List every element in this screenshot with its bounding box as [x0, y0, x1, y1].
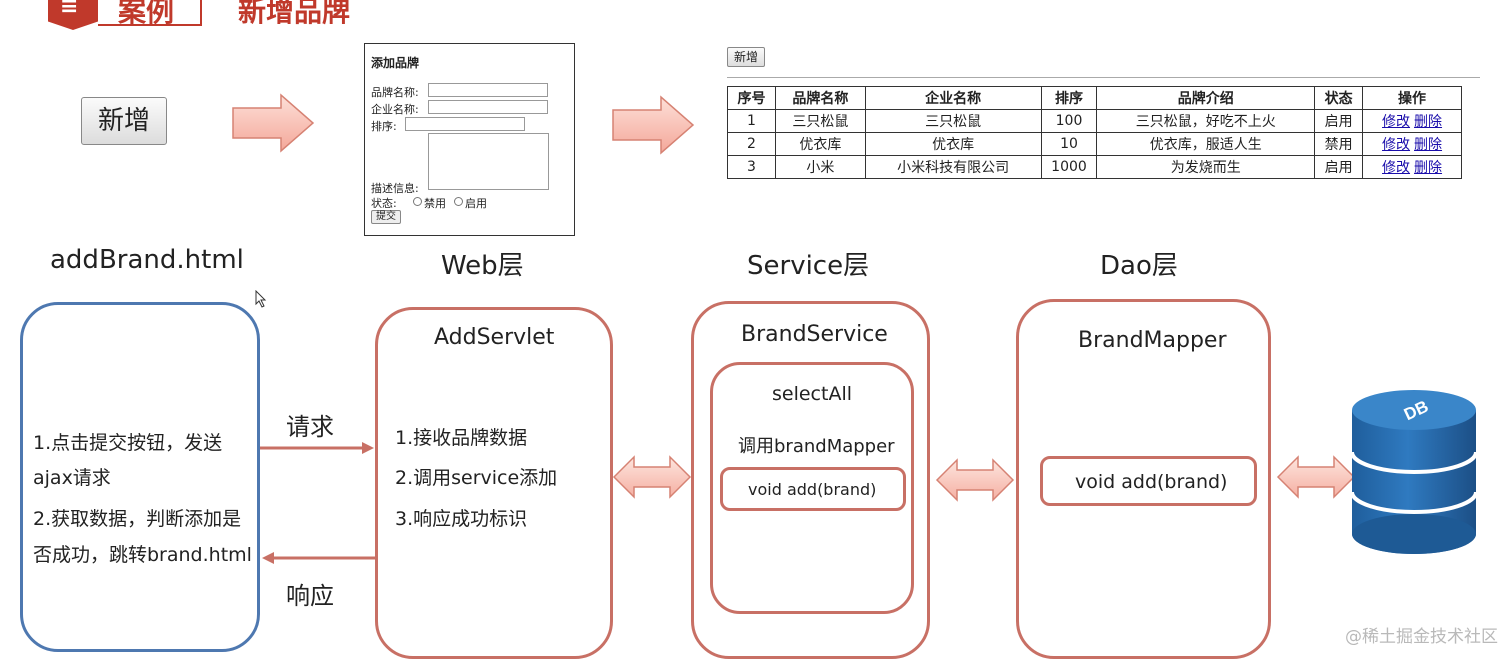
- table-cell: 小米: [774, 155, 866, 179]
- table-cell: 为发烧而生: [1096, 155, 1316, 179]
- watermark: @稀土掘金技术社区: [1345, 627, 1498, 647]
- request-label: 请求: [286, 413, 334, 441]
- dao-add-method: void add(brand): [1075, 471, 1228, 493]
- actions-cell: 修改删除: [1362, 155, 1462, 179]
- delete-link[interactable]: 删除: [1414, 114, 1443, 130]
- dao-layer-label: Dao层: [1100, 251, 1178, 281]
- edit-link[interactable]: 修改: [1382, 114, 1411, 130]
- web-step: 2.调用service添加: [395, 467, 558, 489]
- web-step: 1.接收品牌数据: [395, 427, 528, 449]
- column-header: 排序: [1040, 86, 1098, 110]
- brand-table: 序号 品牌名称 企业名称 排序 品牌介绍 状态 操作 1 三只松鼠 三只松鼠 1…: [727, 86, 1462, 179]
- request-arrow: [260, 442, 374, 454]
- table-cell: 优衣库，服适人生: [1096, 132, 1316, 156]
- status-enabled-label: 启用: [465, 197, 487, 210]
- service-add-method-box: [720, 467, 906, 511]
- add-brand-form: 添加品牌 品牌名称: 企业名称: 排序: 描述信息: 状态: 禁用 启用 提交: [364, 43, 575, 236]
- table-row: 3 小米 小米科技有限公司 1000 为发烧而生 启用 修改删除: [727, 155, 1462, 179]
- table-row: 2 优衣库 优衣库 10 优衣库，服适人生 禁用 修改删除: [727, 132, 1462, 156]
- ordered-input[interactable]: [405, 117, 525, 131]
- document-icon: ≡: [60, 0, 79, 19]
- service-layer-label: Service层: [747, 251, 870, 281]
- edit-link[interactable]: 修改: [1382, 137, 1411, 153]
- method-name: selectAll: [772, 383, 853, 405]
- table-cell: 启用: [1314, 155, 1364, 179]
- column-header: 品牌名称: [774, 86, 866, 110]
- web-layer-label: Web层: [441, 251, 524, 281]
- service-box-title: BrandService: [741, 322, 888, 347]
- status-disabled-radio[interactable]: [413, 197, 422, 206]
- table-cell: 3: [727, 155, 776, 179]
- description-label: 描述信息:: [371, 182, 419, 195]
- table-add-button[interactable]: 新增: [727, 47, 765, 67]
- page-step-line: 1.点击提交按钮，发送: [33, 432, 223, 454]
- column-header: 品牌介绍: [1096, 86, 1316, 110]
- brand-name-label: 品牌名称:: [371, 86, 419, 99]
- delete-link[interactable]: 删除: [1414, 137, 1443, 153]
- column-header: 操作: [1362, 86, 1462, 110]
- bidirectional-arrow-icon: [935, 458, 1015, 502]
- column-header: 序号: [727, 86, 776, 110]
- column-header: 状态: [1314, 86, 1364, 110]
- header-tag-frame: [98, 0, 202, 26]
- brand-name-input[interactable]: [428, 83, 548, 97]
- response-arrow: [262, 552, 376, 564]
- page-title: 新增品牌: [238, 0, 351, 28]
- response-label: 响应: [286, 582, 334, 610]
- page-step-line: 否成功，跳转brand.html: [33, 544, 252, 566]
- table-cell: 三只松鼠，好吃不上火: [1096, 109, 1316, 133]
- delete-link[interactable]: 删除: [1414, 160, 1443, 176]
- dao-add-method-box: [1040, 456, 1257, 506]
- table-header-row: 序号 品牌名称 企业名称 排序 品牌介绍 状态 操作: [727, 86, 1462, 110]
- bidirectional-arrow-icon: [1276, 455, 1356, 499]
- status-disabled-label: 禁用: [424, 197, 446, 210]
- status-enabled-radio[interactable]: [454, 197, 463, 206]
- divider: [727, 77, 1480, 78]
- page-box: [20, 302, 260, 652]
- new-button[interactable]: 新增: [81, 97, 167, 145]
- table-cell: 10: [1040, 132, 1098, 156]
- web-step: 3.响应成功标识: [395, 508, 528, 530]
- page-layer-label: addBrand.html: [50, 245, 244, 275]
- right-arrow-icon: [612, 95, 695, 155]
- page-step-line: ajax请求: [33, 467, 111, 489]
- table-cell: 优衣库: [774, 132, 866, 156]
- bidirectional-arrow-icon: [612, 455, 692, 499]
- description-textarea[interactable]: [428, 133, 549, 190]
- form-title: 添加品牌: [371, 56, 420, 70]
- table-cell: 1000: [1040, 155, 1098, 179]
- header-tag: 案例: [118, 0, 175, 28]
- status-label: 状态:: [371, 197, 397, 210]
- dao-box-title: BrandMapper: [1078, 328, 1227, 353]
- company-name-input[interactable]: [428, 100, 548, 114]
- actions-cell: 修改删除: [1362, 132, 1462, 156]
- right-arrow-icon: [232, 93, 315, 153]
- web-box: [375, 307, 613, 659]
- edit-link[interactable]: 修改: [1382, 160, 1411, 176]
- table-cell: 禁用: [1314, 132, 1364, 156]
- table-cell: 小米科技有限公司: [864, 155, 1042, 179]
- table-cell: 100: [1040, 109, 1098, 133]
- cursor-icon: [255, 290, 267, 308]
- submit-button[interactable]: 提交: [371, 210, 401, 224]
- table-row: 1 三只松鼠 三只松鼠 100 三只松鼠，好吃不上火 启用 修改删除: [727, 109, 1462, 133]
- table-cell: 优衣库: [864, 132, 1042, 156]
- actions-cell: 修改删除: [1362, 109, 1462, 133]
- call-mapper-text: 调用brandMapper: [738, 436, 895, 457]
- column-header: 企业名称: [864, 86, 1042, 110]
- table-cell: 启用: [1314, 109, 1364, 133]
- database-icon: DB: [1350, 390, 1478, 554]
- table-cell: 三只松鼠: [864, 109, 1042, 133]
- table-cell: 三只松鼠: [774, 109, 866, 133]
- service-add-method: void add(brand): [748, 480, 877, 499]
- table-cell: 1: [727, 109, 776, 133]
- page-step-line: 2.获取数据，判断添加是: [33, 508, 242, 530]
- ordered-label: 排序:: [371, 120, 397, 133]
- company-name-label: 企业名称:: [371, 103, 419, 116]
- web-box-title: AddServlet: [434, 325, 555, 350]
- table-cell: 2: [727, 132, 776, 156]
